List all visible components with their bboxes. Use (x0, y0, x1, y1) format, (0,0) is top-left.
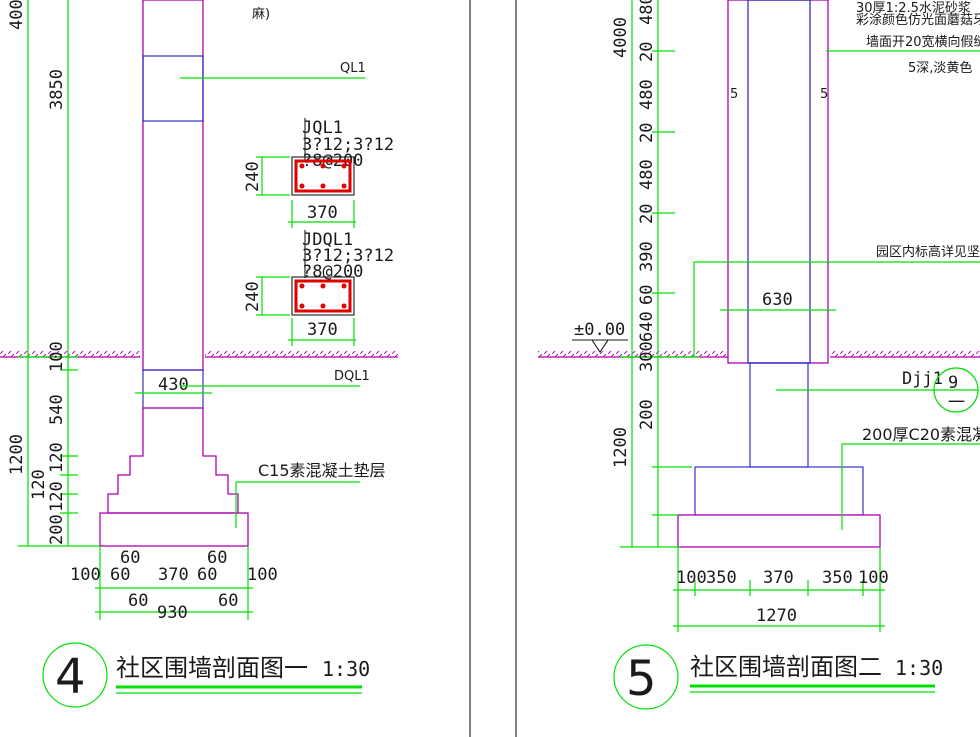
c15-cushion (99, 512, 249, 547)
hdim-930: 930 (157, 603, 188, 623)
dim-430: 430 (158, 375, 189, 395)
section-number: 5 (626, 651, 657, 707)
hdim-60: 60 (218, 591, 238, 611)
note-level: 园区内标高详见坚向 (876, 244, 980, 260)
right-section: 4000 1200 480 20 480 20 480 20 390 60 64… (538, 0, 980, 710)
hdim-370: 370 (763, 568, 794, 588)
hdim-60: 60 (207, 548, 227, 568)
jql1-width: 370 (307, 203, 338, 223)
vdim-20: 20 (637, 123, 657, 143)
vdim-120: 120 (29, 469, 49, 500)
vdim-120: 120 (47, 442, 67, 473)
title-circle (613, 644, 679, 710)
vdim-480: 480 (637, 79, 657, 110)
vdim-540: 540 (47, 394, 67, 425)
section-scale: 1:30 (895, 656, 943, 680)
vdim-200: 200 (47, 514, 67, 545)
vdim-3850: 3850 (47, 69, 67, 110)
jdql1-width: 370 (307, 320, 338, 340)
jdql1-rebar: 3?12;3?12 (302, 246, 394, 266)
label-dql1: DQL1 (334, 369, 370, 384)
hdim-60: 60 (197, 565, 217, 585)
jql1-name: JQL1 (302, 118, 343, 138)
hdim-1270: 1270 (756, 606, 797, 626)
c20-cushion (677, 514, 881, 548)
vdim-20: 20 (637, 42, 657, 62)
hdim-350: 350 (822, 568, 853, 588)
mark-5-left: 5 (730, 87, 738, 102)
label-ql1: QL1 (340, 61, 366, 76)
mark-5-right: 5 (820, 87, 828, 102)
ground-hatch (205, 351, 400, 357)
hdim-100: 100 (858, 568, 889, 588)
vdim-60: 300 (637, 341, 657, 372)
section-title: 社区围墙剖面图一 (116, 654, 308, 682)
hdim-100: 100 (70, 565, 101, 585)
label-c15: C15素混凝土垫层 (258, 461, 386, 480)
vdim-390: 640 (637, 311, 657, 342)
left-section: 4000 1200 3850 100 540 120 120 120 200 麻… (0, 0, 400, 708)
hdim-60: 60 (110, 565, 130, 585)
detail-ref-bottom: 一 (948, 393, 965, 413)
level-mark: ±0.00 (574, 320, 625, 340)
hdim-370: 370 (158, 565, 189, 585)
title-circle (42, 642, 108, 708)
hdim-100: 100 (247, 565, 278, 585)
note-color: 5深,淡黄色 (908, 60, 972, 76)
vdim-100: 100 (47, 341, 67, 372)
wall-below-grade (749, 362, 809, 468)
ql1-beam (142, 55, 204, 122)
vdim-1200: 1200 (611, 427, 631, 468)
note-plaster: 30厚1:2.5水泥砂浆 (856, 1, 971, 16)
section-title: 社区围墙剖面图二 (690, 653, 882, 681)
vdim-4000: 4000 (611, 17, 631, 58)
vdim-480: 480 (637, 0, 657, 25)
vdim-20: 20 (637, 204, 657, 224)
jdql1-name: JDQL1 (302, 230, 353, 250)
hdim-350: 350 (706, 568, 737, 588)
note-joint: 墙面开20宽横向假缝 (866, 34, 980, 50)
jql1-stirrup-shape (294, 159, 352, 193)
jdql1-height: 240 (243, 281, 263, 312)
note-finish: 彩涂颜色仿光面蘑菇牙 (856, 12, 980, 28)
label-djj1: Djj1 (902, 369, 943, 389)
footing-block (694, 466, 864, 516)
jql1-height: 240 (243, 161, 263, 192)
vdim-20: 60 (637, 285, 657, 305)
jdql1-stirrup-shape (294, 279, 352, 313)
section-number: 4 (55, 649, 86, 705)
dim-630: 630 (762, 290, 793, 310)
vdim-120: 120 (47, 481, 67, 512)
section-scale: 1:30 (322, 657, 370, 681)
note-top: 麻) (252, 7, 270, 22)
hdim-60: 60 (120, 548, 140, 568)
vdim-480: 480 (637, 159, 657, 190)
vdim-640: 200 (637, 399, 657, 430)
label-c20: 200厚C20素混凝土 (862, 425, 980, 444)
hdim-60: 60 (128, 591, 148, 611)
ground-hatch (0, 351, 140, 357)
vdim-4000: 4000 (7, 0, 27, 30)
jql1-section (291, 156, 355, 196)
hdim-100: 100 (676, 568, 707, 588)
stepped-footing (107, 407, 239, 514)
jdql1-section (291, 276, 355, 316)
vdim-480: 390 (637, 241, 657, 272)
vdim-1200: 1200 (7, 434, 27, 475)
jql1-rebar: 3?12;3?12 (302, 135, 394, 155)
detail-ref-top: 9 (948, 373, 958, 393)
